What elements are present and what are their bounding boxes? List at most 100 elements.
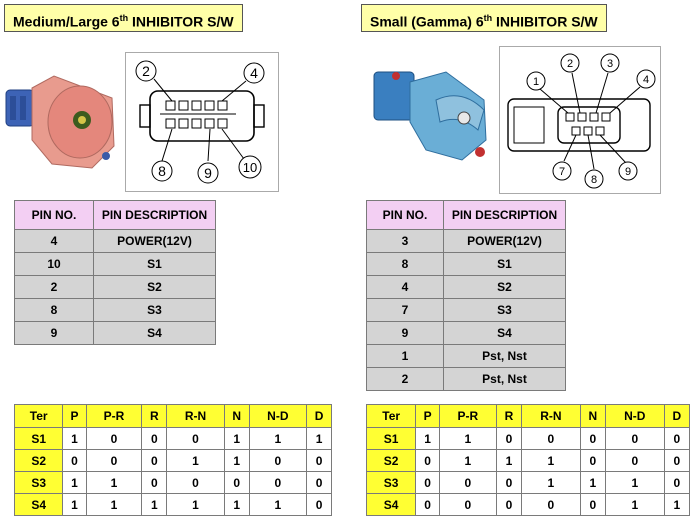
table-header-row: PIN NO. PIN DESCRIPTION: [366, 200, 566, 230]
pin-no-header: PIN NO.: [366, 200, 444, 230]
cell: 0: [415, 493, 440, 516]
table-row: S2 0 0 0 1 1 0 0: [13, 449, 332, 472]
right-callout-1: 1: [526, 71, 546, 91]
cell: 0: [438, 493, 497, 516]
cell: 1: [62, 493, 87, 516]
right-title: Small (Gamma) 6th INHIBITOR S/W: [361, 4, 607, 32]
row-label: S3: [365, 471, 417, 494]
left-title: Medium/Large 6th INHIBITOR S/W: [4, 4, 243, 32]
table-header-row: PIN NO. PIN DESCRIPTION: [14, 200, 216, 230]
cell: 1: [306, 427, 332, 450]
cell: 0: [579, 427, 607, 450]
pin-description: S1: [93, 252, 216, 276]
row-label: S1: [13, 427, 64, 450]
cell: 1: [85, 471, 143, 494]
cell: 0: [579, 493, 607, 516]
cell: 0: [579, 449, 607, 472]
table-row: S4 1 1 1 1 1 1 0: [13, 493, 332, 516]
right-title-rest: INHIBITOR S/W: [492, 13, 598, 30]
cell: 0: [605, 427, 665, 450]
left-callout-8: 8: [151, 160, 173, 182]
left-callout-4: 4: [243, 62, 265, 84]
row-label: S2: [13, 449, 64, 472]
pin-no: 7: [366, 298, 444, 322]
cell: 1: [166, 449, 225, 472]
row-label: S1: [365, 427, 417, 450]
left-callout-10-label: 10: [243, 160, 257, 175]
pin-description: S3: [443, 298, 566, 322]
pin-description: POWER(12V): [443, 229, 566, 253]
pin-no-header: PIN NO.: [14, 200, 94, 230]
right-logic-table: Ter P P-R R R-N N N-D D S1 1 1 0 0 0 0 0…: [365, 404, 691, 516]
pin-description: Pst, Nst: [443, 344, 566, 368]
row-label: S4: [13, 493, 64, 516]
column-header: P-R: [85, 404, 143, 428]
cell: 1: [248, 493, 308, 516]
cell: 1: [438, 427, 497, 450]
column-header: N-D: [248, 404, 308, 428]
cell: 0: [166, 471, 225, 494]
cell: 0: [521, 427, 581, 450]
cell: 0: [663, 427, 691, 450]
cell: 0: [141, 449, 168, 472]
right-callout-3-label: 3: [607, 58, 613, 70]
cell: 0: [663, 449, 691, 472]
cell: 0: [248, 471, 308, 494]
pin-description: S2: [93, 275, 216, 299]
left-title-sup: th: [119, 13, 129, 23]
pin-no: 1: [366, 344, 444, 368]
pin-description-header: PIN DESCRIPTION: [443, 200, 566, 230]
column-header: R: [141, 404, 168, 428]
row-label: S4: [365, 493, 417, 516]
left-callout-2-label: 2: [142, 63, 150, 79]
cell: 0: [495, 493, 523, 516]
cell: 1: [605, 471, 665, 494]
column-header: P: [415, 404, 440, 428]
cell: 1: [62, 427, 87, 450]
pin-description: S4: [443, 321, 566, 345]
column-header: N: [223, 404, 250, 428]
cell: 1: [579, 471, 607, 494]
left-callout-8-label: 8: [158, 163, 166, 179]
table-row: S2 0 1 1 1 0 0 0: [365, 449, 691, 472]
pin-description: S3: [93, 298, 216, 322]
cell: 1: [166, 493, 225, 516]
column-header: R: [495, 404, 523, 428]
right-callout-3: 3: [600, 53, 620, 73]
cell: 0: [141, 427, 168, 450]
left-title-rest: INHIBITOR S/W: [128, 13, 234, 30]
row-label: S2: [365, 449, 417, 472]
table-header-row: Ter P P-R R R-N N N-D D: [13, 404, 332, 428]
pin-no: 4: [14, 229, 94, 253]
cell: 1: [521, 449, 581, 472]
cell: 0: [438, 471, 497, 494]
left-callout-10: 10: [238, 155, 262, 179]
left-callout-4-label: 4: [250, 65, 258, 81]
right-callout-7-label: 7: [559, 166, 565, 178]
left-title-main: Medium/Large 6: [13, 13, 120, 30]
right-callout-4: 4: [636, 69, 656, 89]
column-header: R-N: [521, 404, 581, 428]
cell: 0: [415, 471, 440, 494]
column-header: N-D: [605, 404, 665, 428]
right-title-main: Small (Gamma) 6: [370, 13, 484, 30]
cell: 0: [85, 427, 143, 450]
cell: 1: [62, 471, 87, 494]
cell: 0: [306, 493, 332, 516]
right-callout-2-label: 2: [567, 58, 573, 70]
cell: 0: [62, 449, 87, 472]
pin-description: S4: [93, 321, 216, 345]
right-callout-1-label: 1: [533, 76, 539, 88]
pin-no: 9: [14, 321, 94, 345]
cell: 1: [521, 471, 581, 494]
pin-no: 2: [14, 275, 94, 299]
right-callout-7: 7: [552, 161, 572, 181]
left-callout-9: 9: [197, 162, 219, 184]
left-inhibitor-switch-image: [5, 75, 115, 169]
cell: 0: [166, 427, 225, 450]
column-header: P-R: [438, 404, 497, 428]
